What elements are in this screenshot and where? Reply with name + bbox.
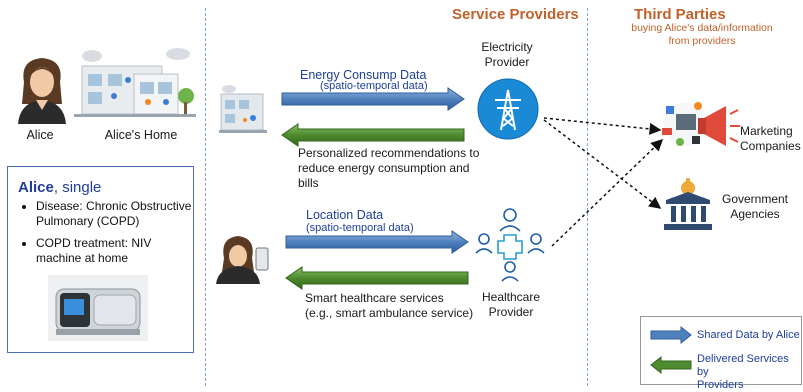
bullet-disease: Disease: Chronic Obstructive Pulmonary (… <box>36 199 196 229</box>
electricity-provider-line-1: Electricity <box>481 40 533 54</box>
legend-shared-label: Shared Data by Alice <box>697 329 800 341</box>
health-service-line-2: (e.g., smart ambulance service) <box>305 306 474 320</box>
divider-left <box>205 8 206 386</box>
alice-name-label: Alice <box>26 128 54 142</box>
electricity-provider-label: Electricity Provider <box>472 40 542 70</box>
energy-data-label: Energy Consump Data <box>300 68 427 82</box>
third-parties-subtitle: buying Alice's data/information from pro… <box>607 22 797 48</box>
healthcare-team-icon <box>475 208 545 282</box>
energy-service-line-2: reduce energy consumption and bills <box>298 161 470 190</box>
government-agencies-label: Government Agencies <box>716 192 794 222</box>
government-building-icon <box>664 178 712 230</box>
alices-home-illustration <box>74 48 196 117</box>
marketing-line-1: Marketing <box>740 124 793 138</box>
home-mini-icon <box>219 85 267 133</box>
energy-data-arrow <box>281 87 465 111</box>
energy-data-sub-label: (spatio-temporal data) <box>320 80 428 92</box>
legend-delivered-line-1: Delivered Services by <box>697 353 789 378</box>
healthcare-provider-label: Healthcare Provider <box>474 290 548 320</box>
government-line-2: Agencies <box>730 207 780 221</box>
marketing-line-2: Companies <box>740 139 801 153</box>
niv-machine-icon <box>48 275 148 341</box>
electricity-to-marketing-connector <box>543 117 662 135</box>
legend: Shared Data by Alice Delivered Services … <box>640 316 802 391</box>
healthcare-to-marketing-connector <box>551 138 664 247</box>
healthcare-provider-line-2: Provider <box>488 305 534 319</box>
divider-right <box>587 8 588 386</box>
location-data-arrow <box>285 230 469 254</box>
alice-phone-icon <box>216 236 269 284</box>
service-providers-header: Service Providers <box>452 6 579 23</box>
marketing-megaphone-icon <box>662 102 740 146</box>
card-name: Alice <box>18 179 54 196</box>
healthcare-provider-line-1: Healthcare <box>481 290 541 304</box>
third-parties-header: Third Parties <box>634 6 726 23</box>
health-service-arrow <box>285 266 469 290</box>
health-service-label: Smart healthcare services (e.g., smart a… <box>305 291 485 321</box>
electricity-to-government-connector <box>543 119 662 209</box>
legend-shared-arrow-icon <box>650 325 692 345</box>
card-status: , single <box>53 179 102 196</box>
alices-home-label: Alice's Home <box>104 128 178 142</box>
location-data-sub-label: (spatio-temporal data) <box>306 222 414 234</box>
third-parties-subtitle-line-2: from providers <box>668 35 736 47</box>
card-title: Alice, single <box>18 179 101 196</box>
third-parties-subtitle-line-1: buying Alice's data/information <box>631 22 773 34</box>
legend-delivered-label: Delivered Services by Providers <box>697 353 801 392</box>
bullet-treatment: COPD treatment: NIV machine at home <box>36 236 196 266</box>
alice-info-card: Alice, single Disease: Chronic Obstructi… <box>7 166 194 353</box>
alice-bullets: Disease: Chronic Obstructive Pulmonary (… <box>8 199 196 273</box>
government-line-1: Government <box>721 192 789 206</box>
legend-delivered-arrow-icon <box>650 355 692 375</box>
energy-service-label: Personalized recommendations to reduce e… <box>298 146 488 191</box>
alice-avatar-icon <box>18 58 66 124</box>
location-data-label: Location Data <box>306 208 384 222</box>
marketing-companies-label: Marketing Companies <box>740 124 803 154</box>
energy-service-arrow <box>281 123 465 147</box>
energy-service-line-1: Personalized recommendations to <box>298 146 480 160</box>
health-service-line-1: Smart healthcare services <box>305 291 444 305</box>
electricity-provider-line-2: Provider <box>484 55 530 69</box>
electricity-tower-icon <box>477 78 539 140</box>
